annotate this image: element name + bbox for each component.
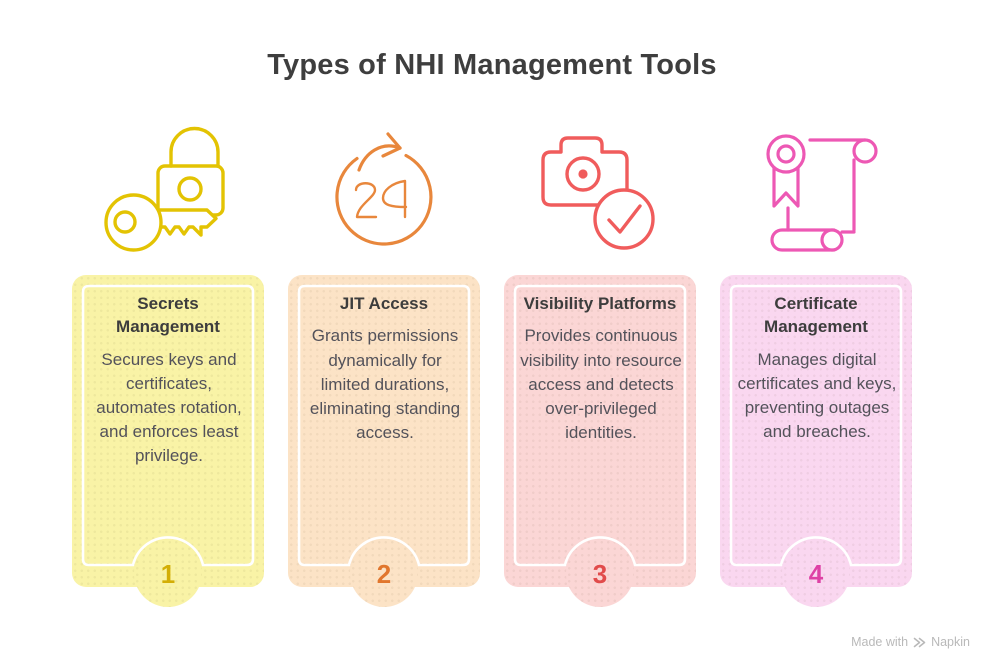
made-with-napkin-credit: Made with Napkin [851,635,970,649]
card-visibility-platforms: Visibility Platforms Provides continuous… [504,275,696,607]
card-secrets-management: Secrets Management Secures keys and cert… [72,275,264,607]
card-title: Certificate Management [764,294,868,337]
made-with-label: Made with [851,635,909,649]
icon-cell-visibility [504,120,696,260]
step-number: 2 [376,559,392,589]
page-title: Types of NHI Management Tools [267,49,717,81]
step-number-badge: 4 [782,539,850,607]
card-body: Grants permissions dynamically for limit… [309,326,461,442]
step-number: 1 [160,559,176,589]
camera-check-icon [541,136,655,250]
card-content: Secrets Management Secures keys and cert… [72,275,264,469]
icon-cell-secrets [72,120,264,260]
card-body: Provides continuous visibility into reso… [520,326,682,442]
card-jit-access: JIT Access Grants permissions dynamicall… [288,275,480,607]
brand-label: Napkin [931,635,970,649]
card-certificate-management: Certificate Management Manages digital c… [720,275,912,607]
step-number-badge: 2 [350,539,418,607]
step-number-badge: 3 [566,539,634,607]
card-title: JIT Access [339,294,429,313]
certificate-scroll-icon [766,134,878,252]
card-body: Secures keys and certificates, automates… [96,349,242,466]
card-body: Manages digital certificates and keys, p… [737,349,897,442]
24-hour-cycle-icon [335,132,433,246]
step-number: 4 [808,559,824,589]
icons-row [72,120,912,260]
card-content: JIT Access Grants permissions dynamicall… [288,275,480,445]
lock-and-key-icon [104,126,225,252]
napkin-logo-icon [913,637,926,647]
card-content: Visibility Platforms Provides continuous… [504,275,696,445]
icon-cell-certificate [720,120,912,260]
cards-row: Secrets Management Secures keys and cert… [72,275,912,607]
card-title: Visibility Platforms [523,294,677,313]
step-number: 3 [592,559,608,589]
card-content: Certificate Management Manages digital c… [720,275,912,444]
icon-cell-jit [288,120,480,260]
card-title: Secrets Management [116,294,220,337]
step-number-badge: 1 [134,539,202,607]
